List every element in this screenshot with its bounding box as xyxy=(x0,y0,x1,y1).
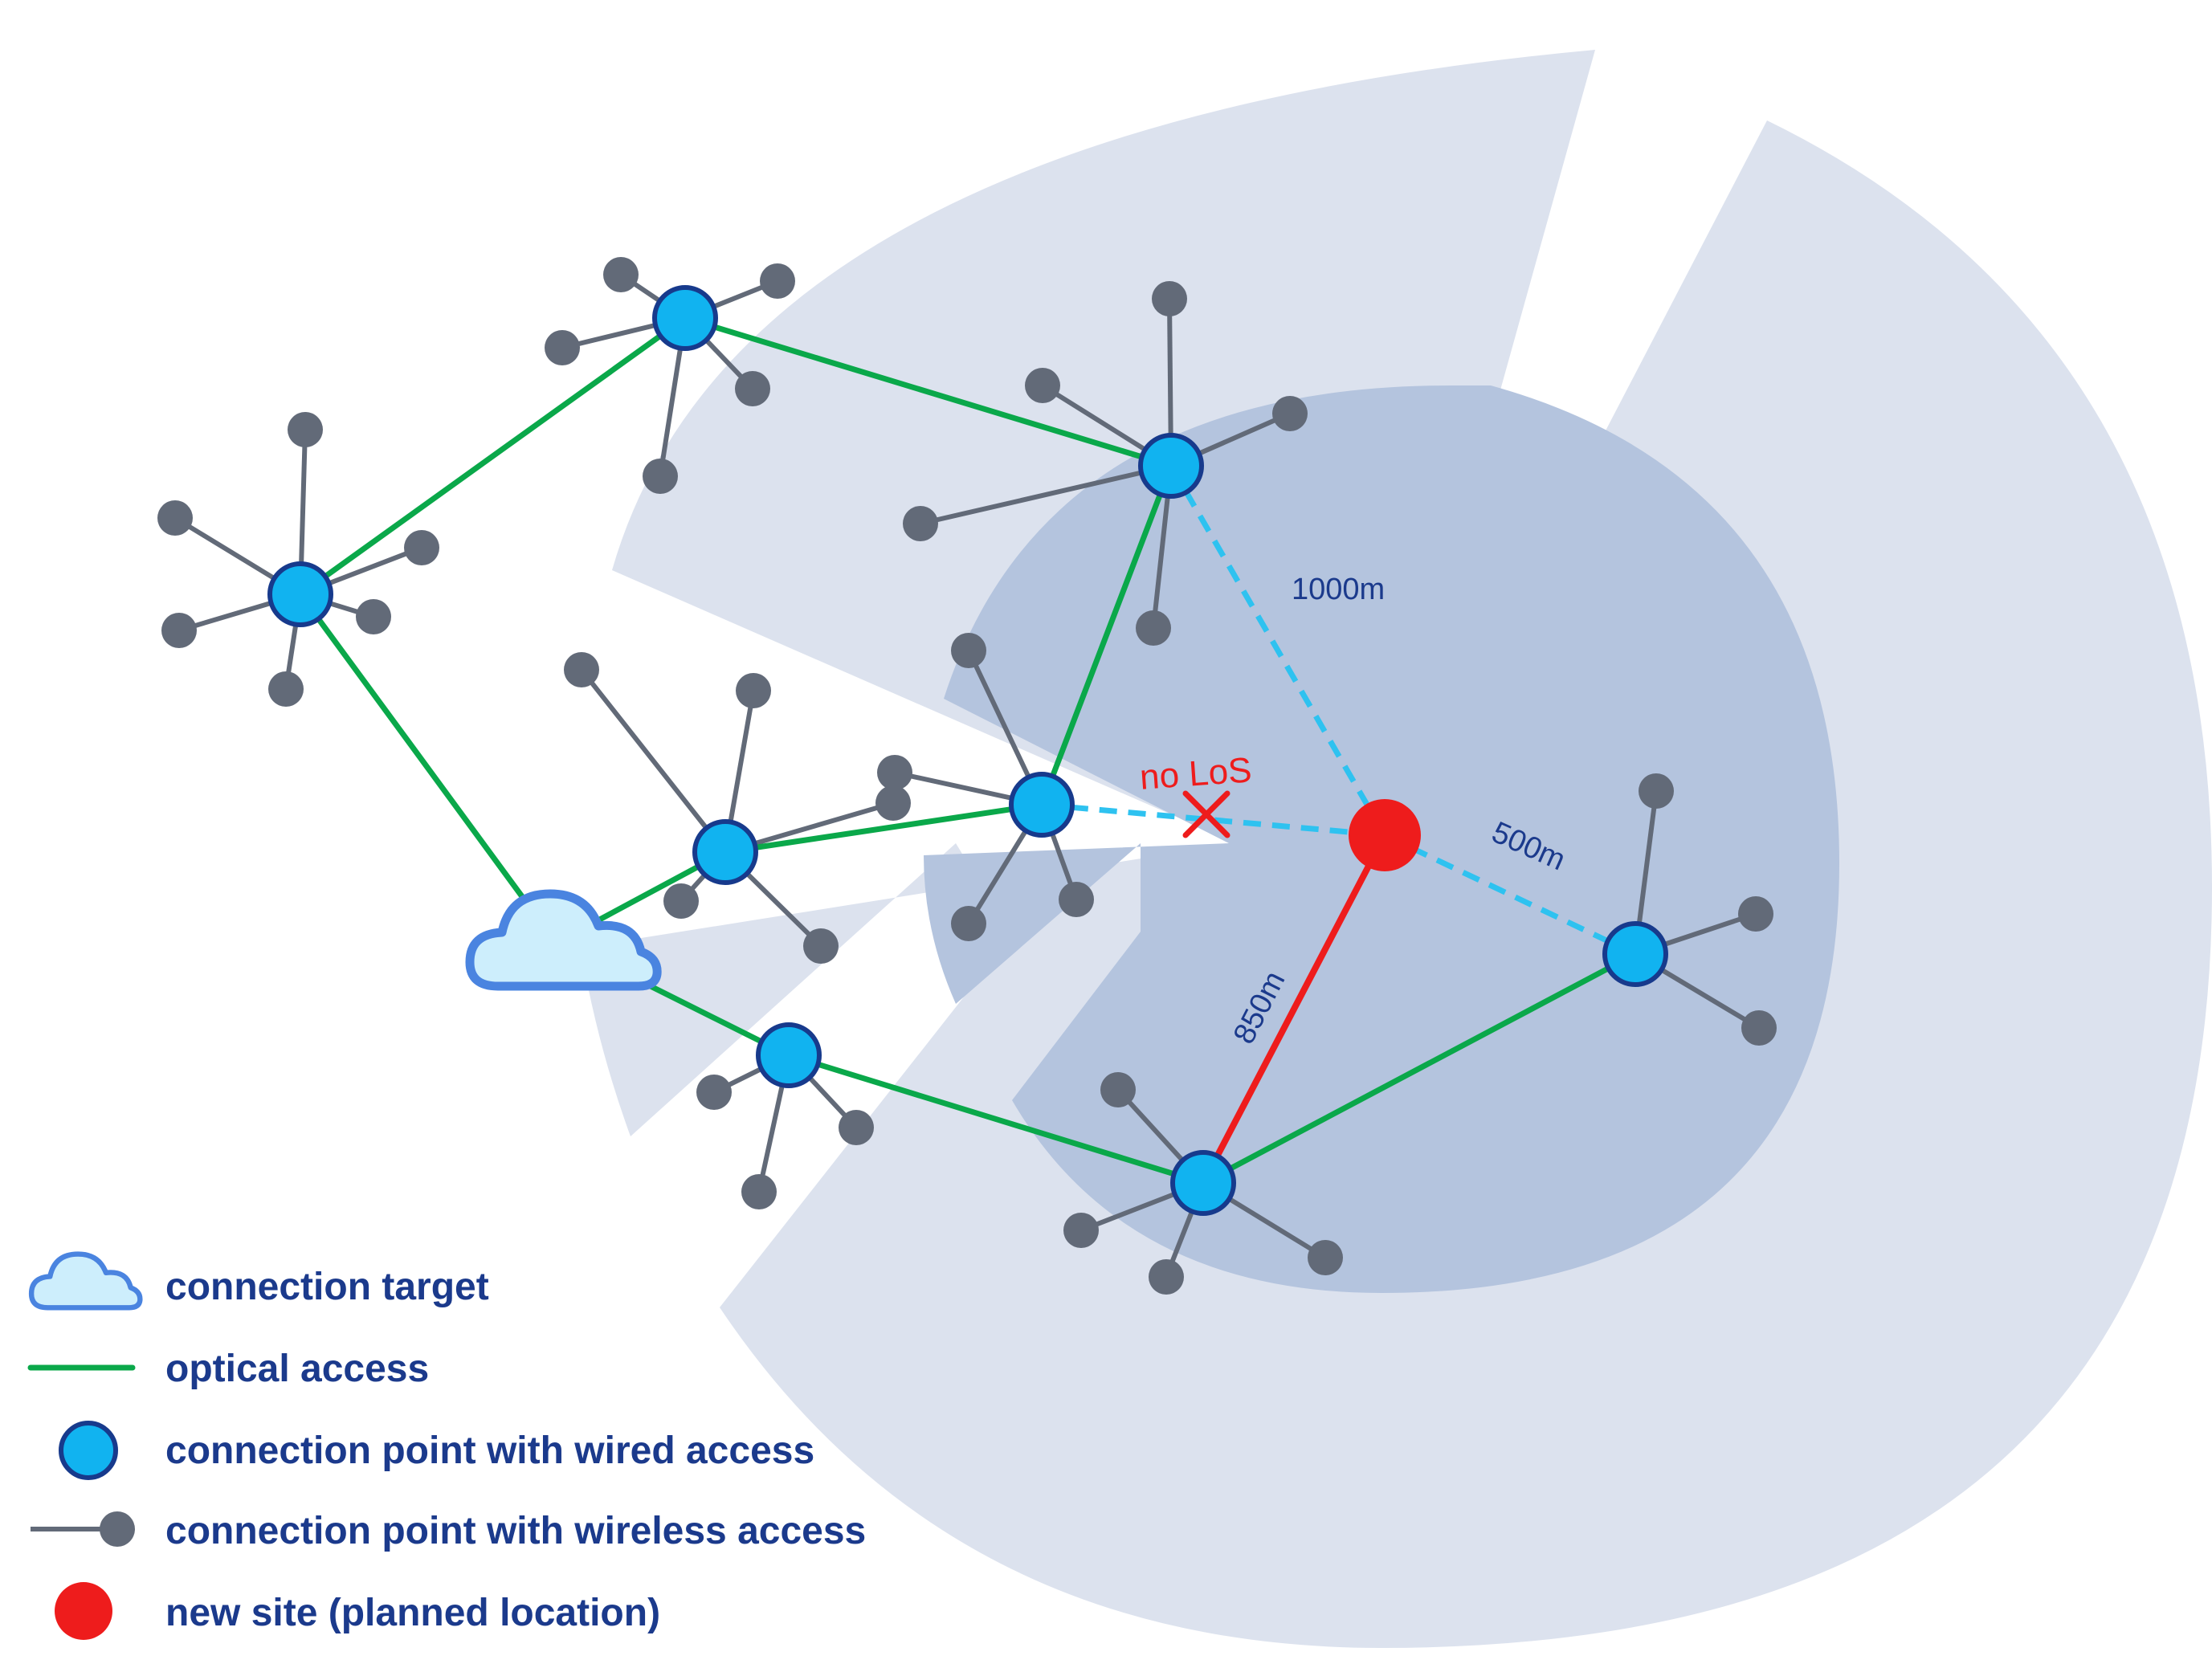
distance-label-1000m: 1000m xyxy=(1292,573,1385,606)
wireless-access-point xyxy=(696,1075,732,1110)
wireless-access-point xyxy=(741,1174,777,1209)
wireless-access-point xyxy=(545,330,580,365)
wireless-access-point xyxy=(1059,882,1094,917)
wireless-access-point xyxy=(356,599,391,634)
wireless-access-point xyxy=(157,500,193,536)
optical-link xyxy=(682,315,1174,469)
wireless-access-point xyxy=(288,412,323,447)
legend-wired-point: connection point with wired access xyxy=(165,1429,814,1472)
optical-links xyxy=(297,315,1639,1186)
wireless-access-point xyxy=(1741,1010,1777,1046)
wired-connection-points xyxy=(267,285,1668,1216)
wireless-access-point xyxy=(161,613,197,648)
no-los-marker xyxy=(1182,790,1230,838)
wireless-link-500m xyxy=(1383,832,1637,957)
new-site-node xyxy=(1349,799,1421,871)
wireless-access-point xyxy=(736,673,771,708)
legend-new-site-icon xyxy=(55,1582,112,1640)
legend: connection target optical access connect… xyxy=(27,1251,866,1640)
wireless-access-point xyxy=(951,906,986,941)
cloud-shape xyxy=(465,889,662,991)
wired-connection-point xyxy=(1138,433,1204,499)
legend-wired-node-icon xyxy=(59,1421,118,1480)
wireless-access-point xyxy=(404,530,439,565)
wireless-access-point xyxy=(760,263,795,299)
optical-link xyxy=(297,315,688,597)
wired-link-850m xyxy=(1200,834,1388,1185)
legend-new-site: new site (planned location) xyxy=(165,1592,660,1634)
wireless-access-point xyxy=(875,785,911,821)
wireless-access-point xyxy=(1100,1072,1136,1107)
wireless-access-point xyxy=(1738,896,1773,932)
legend-cloud-shape xyxy=(28,1251,143,1311)
wireless-access-point xyxy=(1063,1213,1099,1248)
optical-link xyxy=(722,801,1045,855)
wireless-access-point xyxy=(603,257,639,292)
legend-optical-access: optical access xyxy=(165,1348,429,1390)
planned-links xyxy=(1041,464,1637,1185)
wireless-access-point xyxy=(839,1110,874,1145)
wireless-access-point xyxy=(1272,396,1308,431)
wired-connection-point xyxy=(692,819,758,885)
wired-connection-point xyxy=(1009,772,1075,838)
wireless-access-point xyxy=(877,755,912,790)
no-los-label: no LoS xyxy=(1138,750,1253,797)
legend-wireless-point: connection point with wireless access xyxy=(165,1510,866,1552)
optical-link xyxy=(786,1052,1206,1186)
wireless-access-point xyxy=(564,652,599,687)
wireless-access-point xyxy=(1308,1240,1343,1275)
wireless-access-point xyxy=(1025,368,1060,403)
wired-connection-point xyxy=(756,1022,822,1088)
legend-cloud-icon xyxy=(28,1251,143,1311)
wireless-access-point xyxy=(268,671,304,707)
wireless-access-point xyxy=(1639,773,1674,809)
wired-connection-point xyxy=(1602,921,1668,987)
wireless-spoke xyxy=(920,463,1172,526)
optical-link xyxy=(297,591,533,911)
wireless-access-point xyxy=(1136,610,1171,646)
legend-wireless-node-icon xyxy=(100,1511,135,1547)
cross-icon xyxy=(1182,790,1230,838)
legend-connection-target: connection target xyxy=(165,1266,489,1308)
cloud-icon xyxy=(465,889,662,991)
wireless-access-point xyxy=(663,883,699,919)
wireless-access-point xyxy=(951,633,986,668)
wireless-spoke xyxy=(579,668,728,854)
wireless-link-1000m xyxy=(1168,464,1388,837)
wireless-access-point xyxy=(1152,281,1187,316)
wireless-access-point xyxy=(735,371,770,406)
wireless-access-point xyxy=(1149,1259,1184,1295)
wireless-access-point xyxy=(903,506,938,541)
optical-link xyxy=(1200,951,1639,1186)
wireless-access-point xyxy=(643,459,678,494)
optical-link xyxy=(1039,463,1174,808)
wired-connection-point xyxy=(267,561,333,627)
wired-connection-point xyxy=(652,285,718,351)
wired-connection-point xyxy=(1170,1150,1236,1216)
wireless-access-point xyxy=(803,928,839,964)
